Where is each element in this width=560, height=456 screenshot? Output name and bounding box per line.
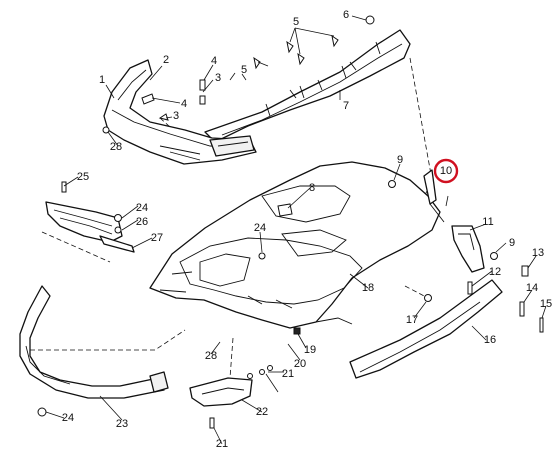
part-rod bbox=[423, 169, 437, 205]
clip-icon bbox=[158, 113, 169, 121]
clip-icon bbox=[141, 93, 155, 105]
dashed-line-left-panel bbox=[41, 231, 111, 263]
callout-5-upper: 5 bbox=[293, 16, 299, 28]
part-lower-bumper-bar bbox=[349, 279, 503, 379]
rivet-icon bbox=[424, 294, 432, 302]
part-left-panel bbox=[45, 201, 135, 253]
callout-21-bottom: 21 bbox=[216, 438, 228, 450]
callout-3-upper: 3 bbox=[215, 72, 221, 84]
callout-24-center: 24 bbox=[254, 222, 266, 234]
callout-9-right: 9 bbox=[509, 237, 515, 249]
bolt-icon bbox=[286, 40, 294, 54]
rivet-icon bbox=[267, 365, 273, 371]
callout-18: 18 bbox=[362, 282, 374, 294]
callout-17: 17 bbox=[406, 314, 418, 326]
callout-28-lower: 28 bbox=[205, 350, 217, 362]
nut-icon bbox=[490, 252, 498, 260]
screw-icon bbox=[209, 417, 215, 429]
callout-10-highlight bbox=[433, 158, 459, 184]
rivet-icon bbox=[102, 126, 110, 134]
callout-25: 25 bbox=[77, 171, 89, 183]
bolt-icon bbox=[253, 56, 261, 70]
callout-24-upper: 24 bbox=[136, 202, 148, 214]
nut-icon bbox=[365, 15, 375, 25]
callout-28-upper: 28 bbox=[110, 141, 122, 153]
callout-6: 6 bbox=[343, 9, 349, 21]
part-skid-plate bbox=[189, 377, 253, 407]
hardware bbox=[37, 15, 544, 429]
callout-14: 14 bbox=[526, 282, 538, 294]
part-upper-bumper-bar bbox=[204, 29, 411, 143]
callout-27: 27 bbox=[151, 232, 163, 244]
callout-26: 26 bbox=[136, 216, 148, 228]
callout-1: 1 bbox=[99, 74, 105, 86]
callout-4-lower: 4 bbox=[181, 98, 187, 110]
screw-icon bbox=[199, 95, 206, 105]
screw-icon bbox=[467, 281, 473, 295]
screw-icon bbox=[519, 301, 525, 317]
callout-3-lower: 3 bbox=[173, 110, 179, 122]
rivet-icon bbox=[247, 373, 253, 379]
part-lower-left-trim bbox=[19, 285, 169, 399]
callout-24-bottom: 24 bbox=[62, 412, 74, 424]
nut-icon bbox=[388, 180, 396, 188]
callout-5-lower: 5 bbox=[241, 64, 247, 76]
screw-icon bbox=[199, 79, 206, 91]
part-left-side-trim bbox=[103, 59, 257, 165]
nut-icon bbox=[37, 407, 47, 417]
clip-icon bbox=[521, 265, 529, 277]
clip-icon bbox=[293, 327, 301, 335]
screw-icon bbox=[539, 317, 544, 333]
callout-10: 10 bbox=[440, 165, 452, 177]
rivet-icon bbox=[258, 252, 266, 260]
clip-icon bbox=[277, 203, 293, 217]
dashed-line-lower-trim bbox=[30, 329, 186, 351]
callout-8: 8 bbox=[309, 182, 315, 194]
nut-icon bbox=[114, 214, 122, 222]
callout-4-upper: 4 bbox=[211, 55, 217, 67]
callout-21-right: 21 bbox=[282, 368, 294, 380]
leader-lines bbox=[45, 15, 547, 445]
rivet-icon bbox=[259, 369, 265, 375]
callout-20: 20 bbox=[294, 358, 306, 370]
screw-icon bbox=[61, 181, 67, 193]
callout-16: 16 bbox=[484, 334, 496, 346]
callout-13: 13 bbox=[532, 247, 544, 259]
callout-labels: 1 2 3 3 4 4 5 5 6 7 8 9 9 10 11 12 13 14… bbox=[62, 9, 552, 450]
callout-19: 19 bbox=[304, 344, 316, 356]
dashed-line-rod bbox=[404, 285, 429, 299]
callout-12: 12 bbox=[489, 266, 501, 278]
part-right-bracket bbox=[423, 169, 485, 273]
callout-2: 2 bbox=[163, 54, 169, 66]
callout-11: 11 bbox=[482, 216, 493, 228]
part-hood-body bbox=[149, 161, 441, 329]
callout-7: 7 bbox=[343, 100, 349, 112]
callout-15: 15 bbox=[540, 298, 552, 310]
callout-22: 22 bbox=[256, 406, 268, 418]
bolt-icon bbox=[331, 34, 339, 48]
washer-icon bbox=[114, 226, 122, 234]
callout-23: 23 bbox=[116, 418, 128, 430]
callout-9-left: 9 bbox=[397, 154, 403, 166]
bolt-icon bbox=[297, 52, 305, 66]
